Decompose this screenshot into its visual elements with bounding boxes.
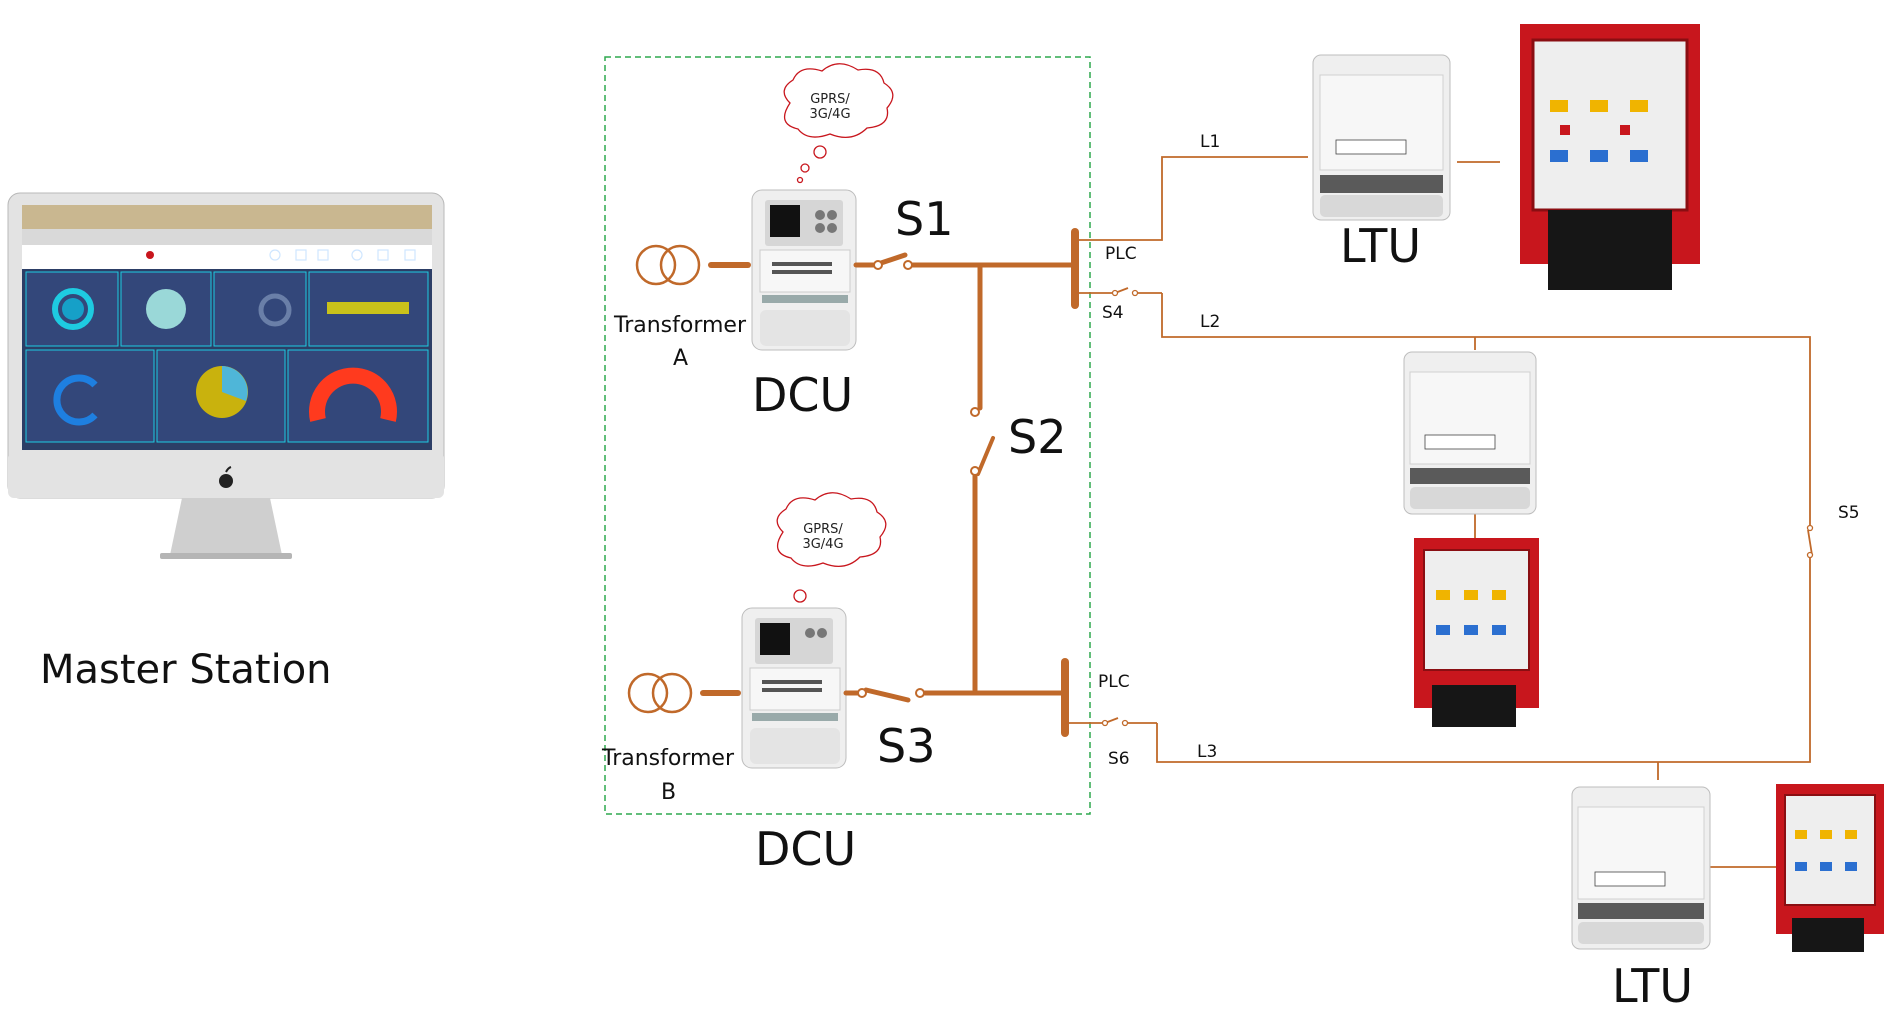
cloud-b-line1: GPRS/ [803, 522, 843, 537]
bus-network [700, 228, 1079, 737]
switch-s2-label: S2 [1008, 410, 1067, 464]
ltu-device-middle [1403, 351, 1537, 515]
ltu-device-bottom [1571, 786, 1711, 950]
dcu-group-box [604, 56, 1091, 815]
cloud-b-line2: 3G/4G [802, 537, 844, 552]
gprs-cloud-b [776, 492, 887, 603]
line-l2-label: L2 [1200, 312, 1221, 332]
switch-contacts [857, 260, 980, 698]
ltu-top-label: LTU [1340, 219, 1422, 273]
cloud-a-line1: GPRS/ [810, 92, 850, 107]
transformer-b-icon [627, 672, 693, 714]
transformer-a-label: Transformer [614, 313, 747, 338]
dcu-box-label: DCU [755, 822, 857, 876]
switch-s1-label: S1 [895, 192, 954, 246]
switch-s4-label: S4 [1102, 303, 1124, 323]
plc-top-label: PLC [1105, 244, 1137, 264]
switch-s6-label: S6 [1108, 749, 1130, 769]
distribution-cabinet-bottom [1776, 784, 1884, 952]
ltu-bottom-label: LTU [1612, 959, 1694, 1013]
distribution-cabinet-top [1520, 24, 1700, 290]
master-station-label: Master Station [40, 647, 332, 693]
feeder-lines [1065, 156, 1813, 868]
transformer-a-icon [635, 244, 701, 286]
plc-bottom-label: PLC [1098, 672, 1130, 692]
thin-switch-contacts [1101, 289, 1814, 727]
transformer-b-label: Transformer [602, 746, 735, 771]
switch-s5-label: S5 [1838, 503, 1860, 523]
cloud-a-text: GPRS/ 3G/4G [790, 92, 870, 122]
line-l1-label: L1 [1200, 132, 1221, 152]
gprs-cloud-a [783, 63, 894, 184]
transformer-b-letter: B [661, 780, 677, 805]
line-l3-label: L3 [1197, 742, 1218, 762]
transformer-a-letter: A [673, 346, 689, 371]
dcu-meter-b [741, 607, 847, 769]
cloud-a-line2: 3G/4G [809, 107, 851, 122]
cloud-b-text: GPRS/ 3G/4G [783, 522, 863, 552]
dcu-meter-a [751, 189, 857, 351]
master-station-monitor [7, 192, 445, 559]
switch-s3-label: S3 [877, 719, 936, 773]
dcu-a-label: DCU [752, 368, 854, 422]
distribution-cabinet-middle [1414, 538, 1539, 727]
ltu-device-top [1312, 54, 1451, 221]
apple-logo-icon [219, 466, 233, 488]
